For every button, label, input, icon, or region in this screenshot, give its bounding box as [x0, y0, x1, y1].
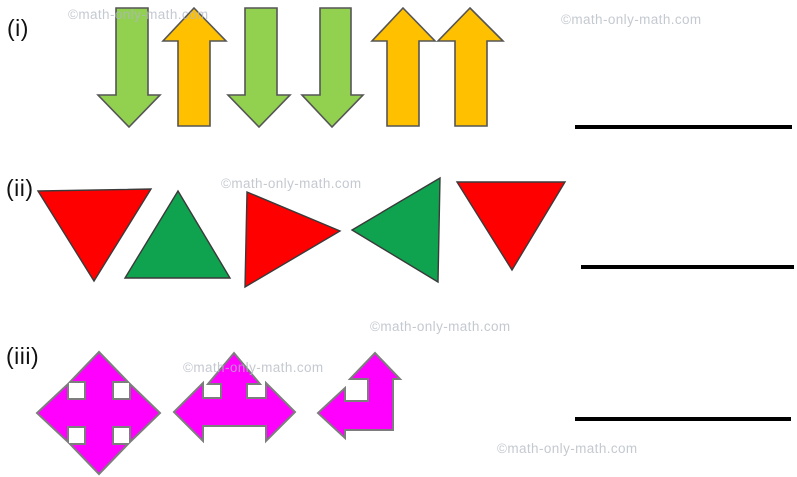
row-label-iii: (iii): [6, 343, 40, 369]
orange-up-arrow-3: [436, 6, 505, 127]
orange-up-arrow-1: [161, 6, 228, 127]
magenta-two-way-elbow-arrow: [316, 351, 403, 441]
watermark-row3-mid: ©math-only-math.com: [183, 360, 324, 375]
watermark-row3-right: ©math-only-math.com: [370, 319, 511, 334]
green-triangle-left: [350, 176, 441, 284]
orange-up-arrow-2: [370, 6, 437, 127]
watermark-row1-right: ©math-only-math.com: [561, 12, 702, 27]
green-down-arrow-2: [226, 7, 292, 129]
watermark-row1-left: ©math-only-math.com: [68, 7, 209, 22]
green-down-arrow-1: [96, 7, 162, 129]
magenta-three-way-arrow: [172, 351, 297, 444]
red-triangle-down-2: [455, 181, 567, 272]
watermark-bottom: ©math-only-math.com: [497, 441, 638, 456]
red-triangle-down-1: [36, 188, 153, 283]
red-triangle-right: [244, 190, 342, 289]
green-down-arrow-3: [300, 7, 365, 129]
green-triangle-up: [123, 189, 232, 279]
row-label-ii: (ii): [6, 175, 34, 201]
row-label-i: (i): [7, 15, 29, 41]
watermark-row2: ©math-only-math.com: [221, 176, 362, 191]
magenta-four-way-arrow: [35, 350, 162, 476]
